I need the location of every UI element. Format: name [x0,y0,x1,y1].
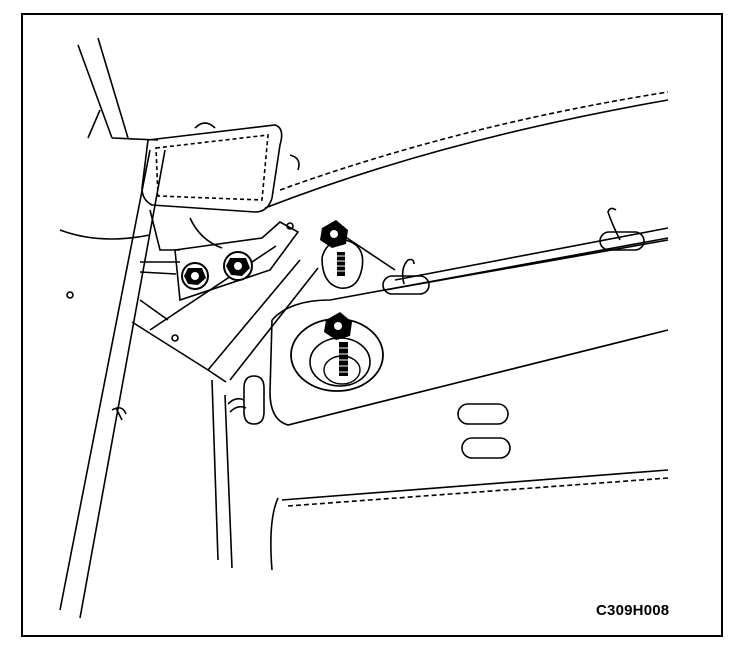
panel-slot-upper [457,403,509,425]
hood-hinge-bracket [139,209,319,381]
hinge-bolt-2 [223,251,253,281]
diagram-border [21,13,723,637]
panel-clip-right [599,207,645,251]
panel-slot-lower [461,437,511,459]
left-pillar [59,37,166,619]
figure-code-label: C309H008 [596,602,670,619]
bump-stop-pad [141,122,300,213]
panel-clip-left [382,258,430,295]
grommet [227,375,265,425]
hood-panel [131,91,669,569]
radiator-support-panel [269,227,669,571]
hinge-bolt-1 [181,262,209,290]
lower-hood-adjuster [290,312,384,392]
upper-hood-adjuster [320,220,396,289]
